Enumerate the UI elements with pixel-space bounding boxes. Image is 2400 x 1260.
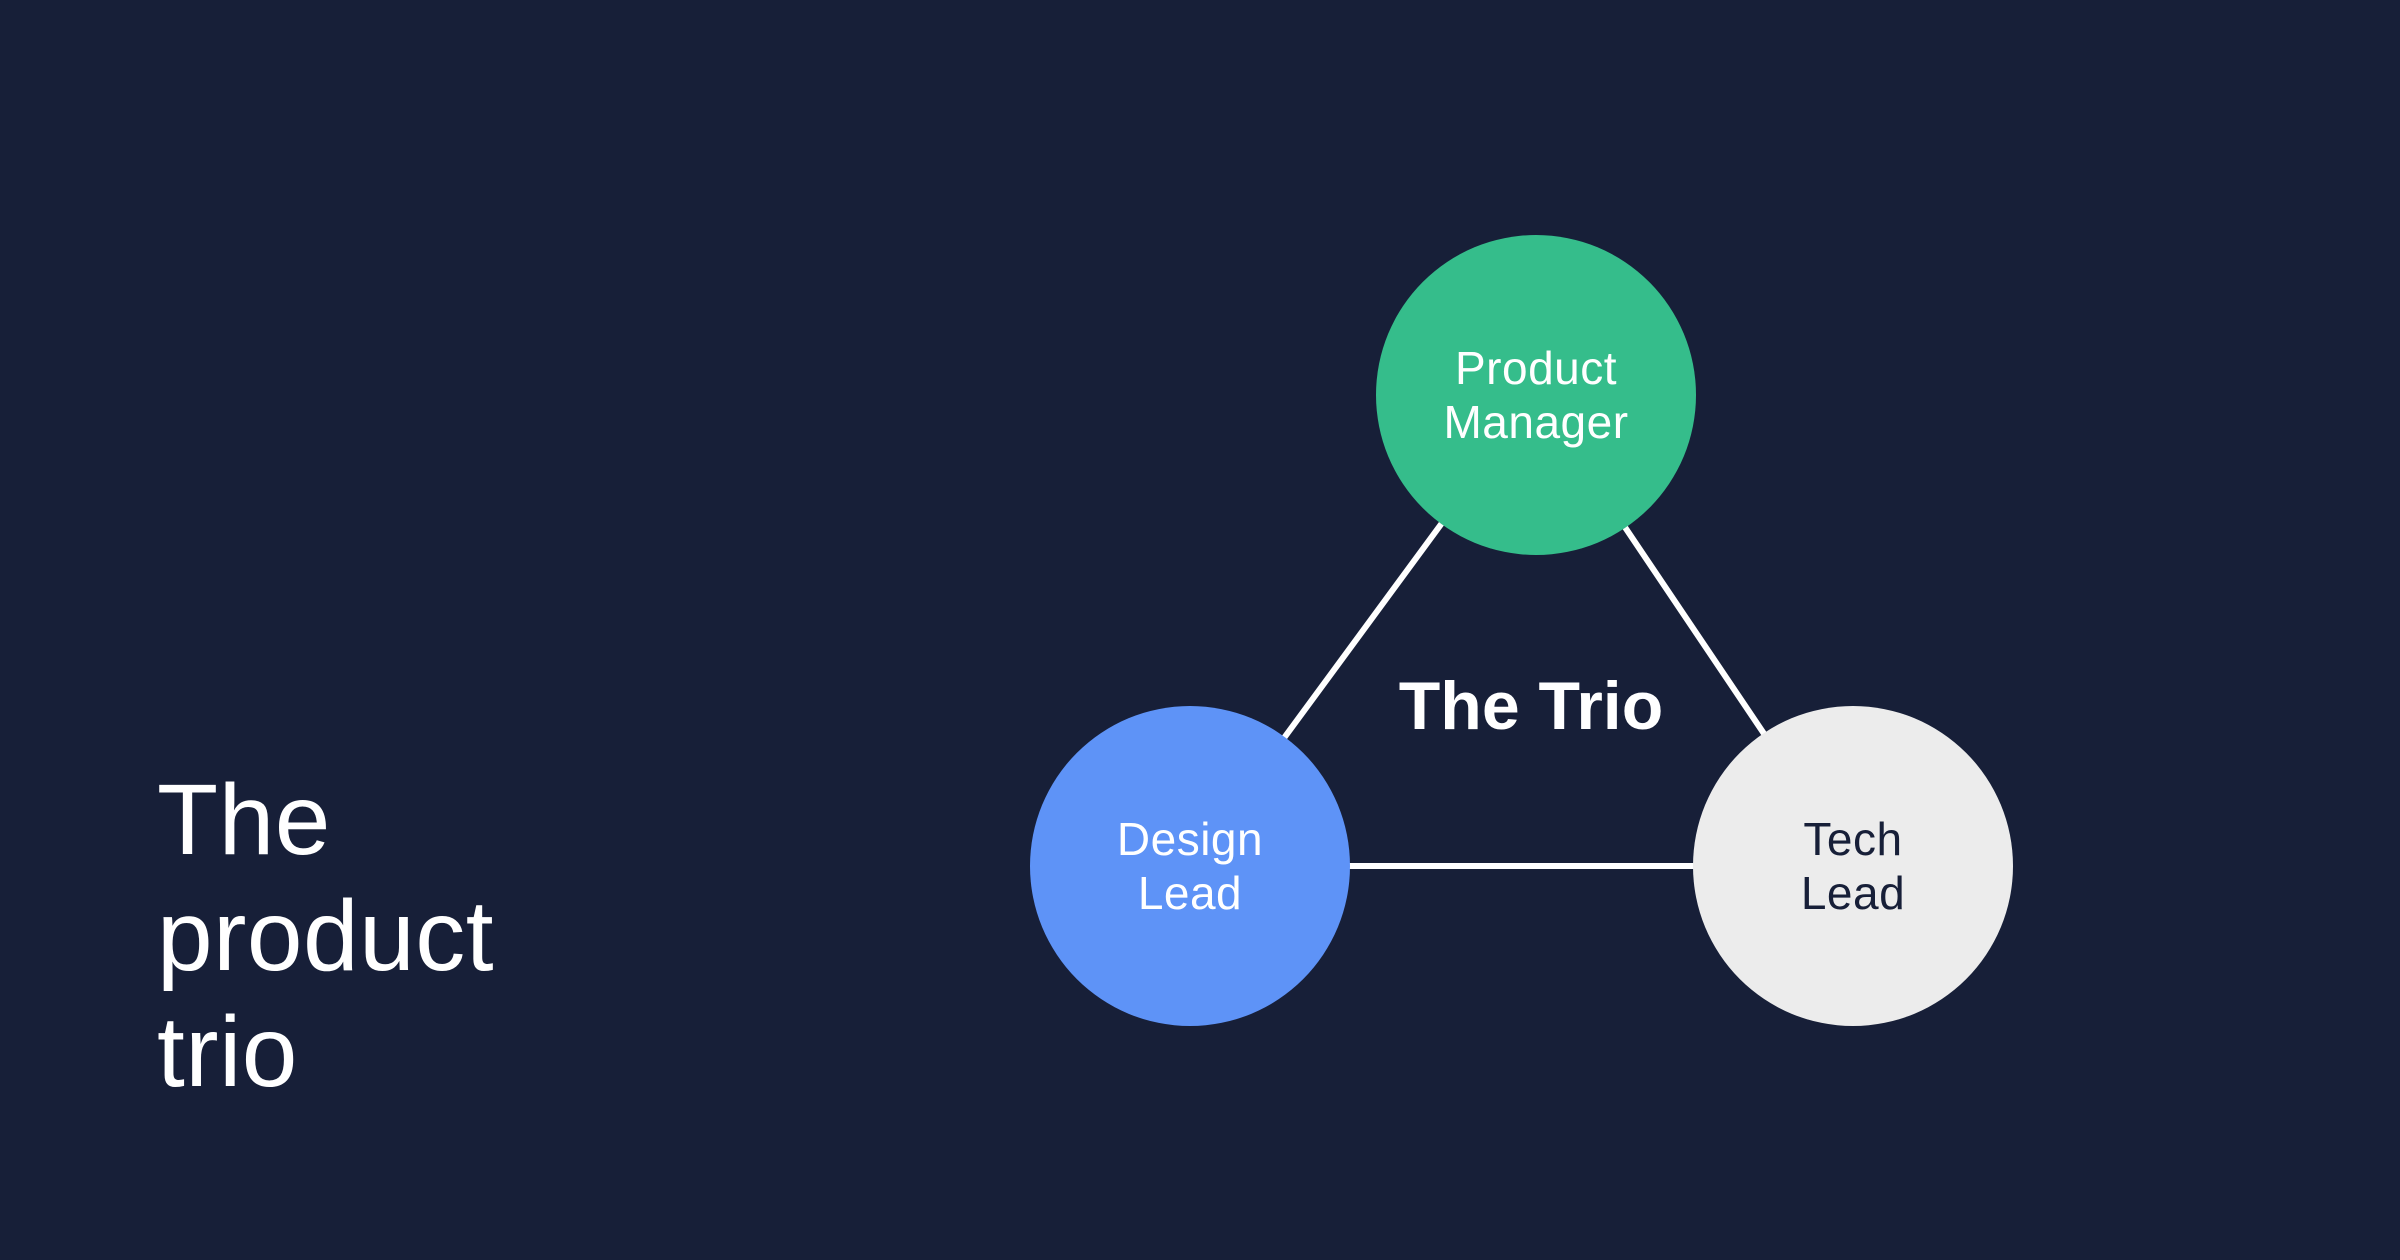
- node-tech-lead-label: Tech Lead: [1801, 812, 1905, 920]
- node-label-line: Lead: [1137, 867, 1243, 919]
- node-product-manager-label: Product Manager: [1443, 341, 1628, 449]
- page-title: The product trio: [157, 764, 495, 1108]
- node-label-line: Tech: [1803, 813, 1903, 865]
- node-design-lead: Design Lead: [1030, 706, 1350, 1026]
- node-product-manager: Product Manager: [1376, 235, 1696, 555]
- node-label-line: Product: [1454, 342, 1618, 394]
- trio-center-label: The Trio: [1398, 668, 1664, 744]
- node-label-line: Manager: [1443, 396, 1629, 448]
- node-label-line: Lead: [1800, 867, 1906, 919]
- node-design-lead-label: Design Lead: [1117, 812, 1263, 920]
- node-tech-lead: Tech Lead: [1693, 706, 2013, 1026]
- node-label-line: Design: [1116, 813, 1264, 865]
